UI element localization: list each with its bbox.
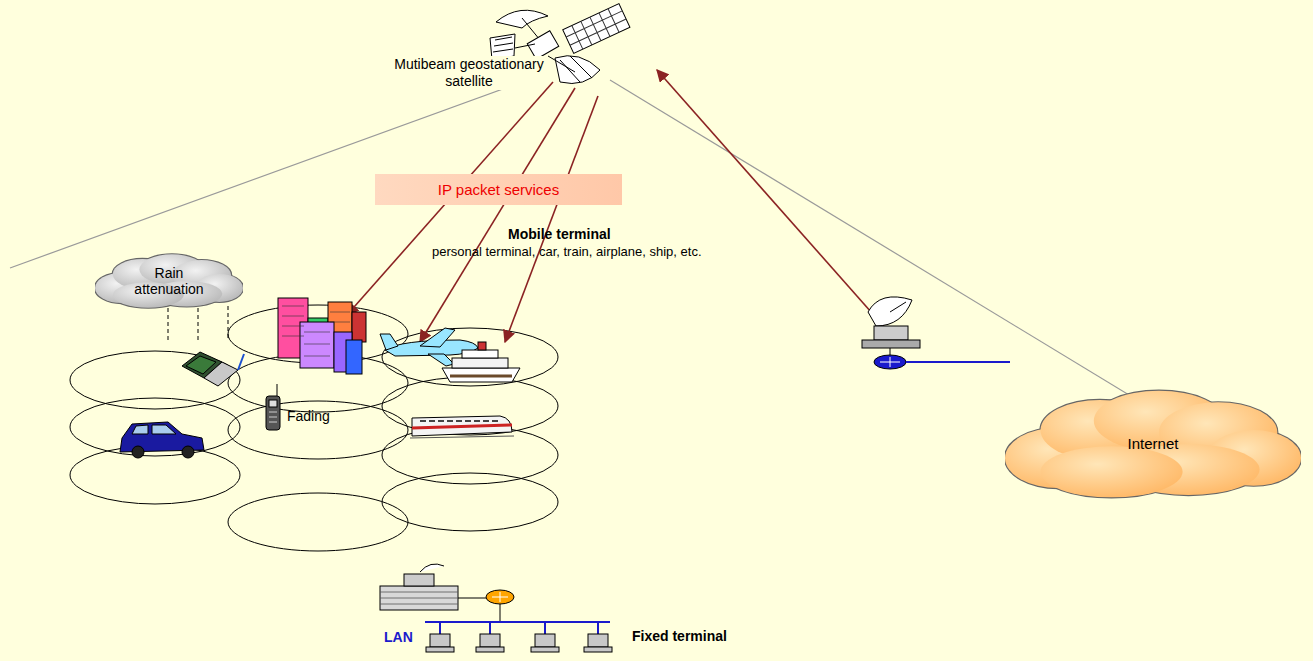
service-box: IP packet services bbox=[375, 174, 622, 205]
diagram-label: Mutibeam geostationary satellite bbox=[394, 56, 544, 90]
diagram-label: LAN bbox=[384, 629, 413, 646]
diagram-label: Fading bbox=[287, 408, 330, 425]
cloud-node: Rain attenuation bbox=[95, 252, 243, 310]
diagram-label: Fixed terminal bbox=[632, 628, 727, 645]
cloud-node: Internet bbox=[1005, 386, 1301, 502]
diagram-label: Mobile terminal bbox=[508, 226, 611, 243]
node-text: Internet bbox=[1128, 435, 1179, 452]
node-text: Rain attenuation bbox=[124, 265, 214, 297]
diagram-label: personal terminal, car, train, airplane,… bbox=[432, 244, 754, 260]
node-text: IP packet services bbox=[438, 181, 559, 198]
